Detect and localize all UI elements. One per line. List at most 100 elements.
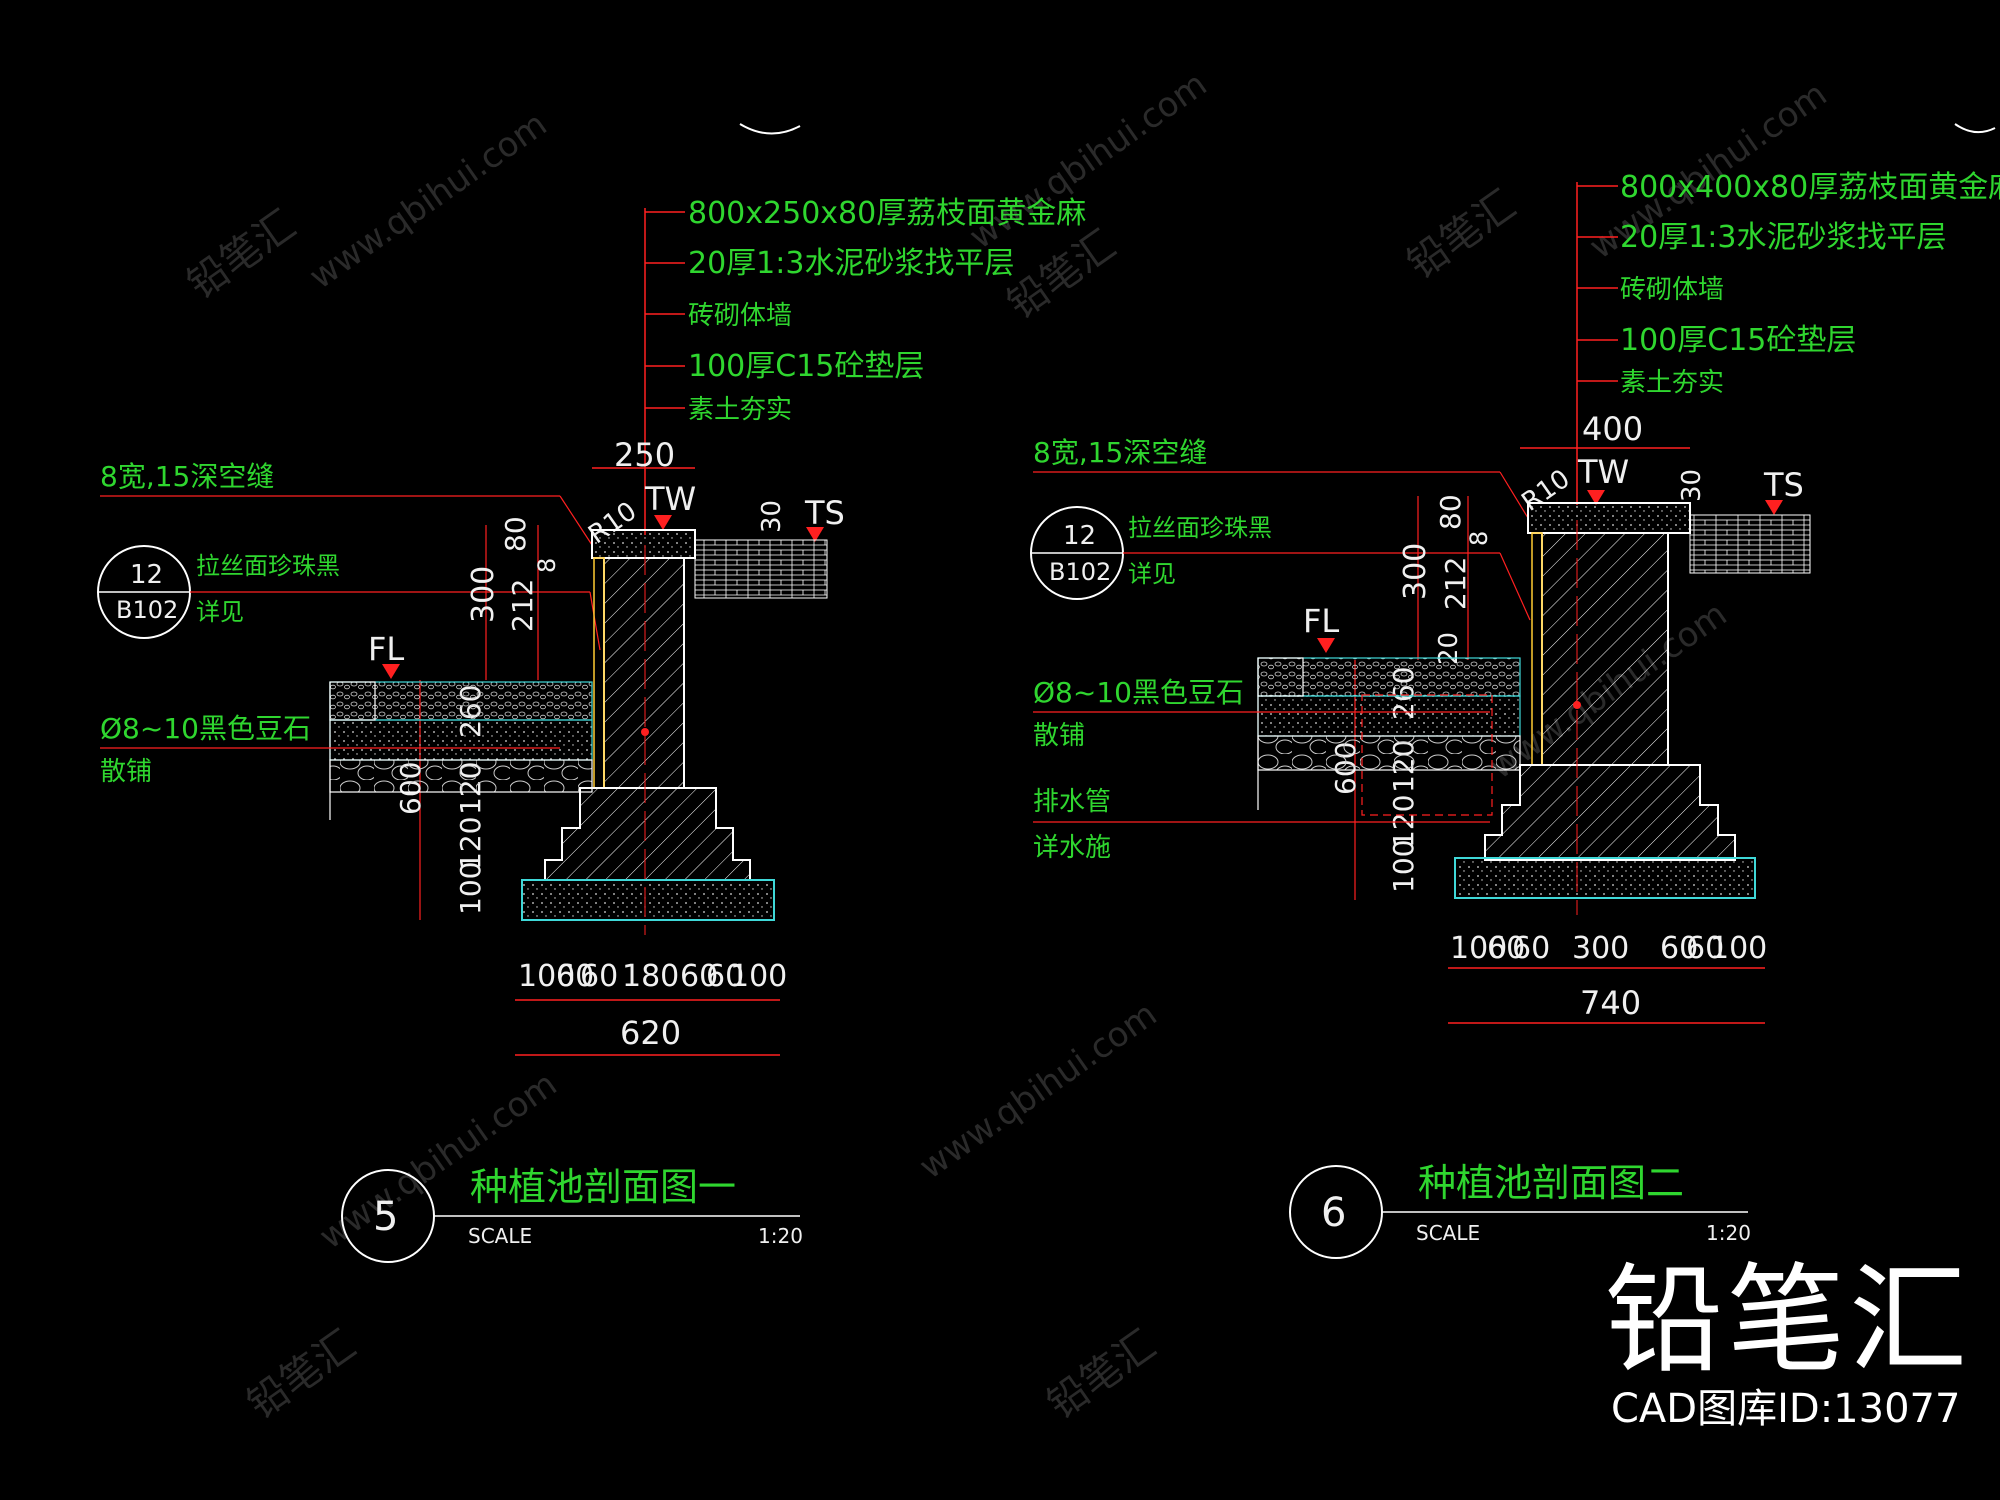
level-marker xyxy=(654,515,672,530)
dim-bottom: 100 xyxy=(1450,931,1507,966)
stepped-footing xyxy=(1484,764,1736,861)
detail-note: 详见 xyxy=(1128,560,1176,588)
scale-value: 1:20 xyxy=(1706,1221,1751,1245)
gravel-layer xyxy=(329,681,593,721)
drain-pipe xyxy=(1361,694,1493,816)
watermark-text: www.qbihui.com xyxy=(912,994,1164,1187)
gravel-note: Ø8~10黑色豆石 xyxy=(100,712,311,745)
center-point xyxy=(1573,701,1581,709)
gravel-layer xyxy=(1257,657,1521,697)
leader-line xyxy=(1499,552,1531,621)
dim-bottom: 300 xyxy=(1572,931,1629,966)
detail-sheet: B102 xyxy=(116,596,178,624)
concrete-base xyxy=(521,879,775,921)
dim-bottom: 100 xyxy=(730,959,787,994)
brand-name: 铅笔汇 xyxy=(1605,1251,1972,1389)
scale-label: SCALE xyxy=(1416,1221,1480,1245)
detail-note: 拉丝面珍珠黑 xyxy=(1128,514,1272,542)
material-note: 素土夯实 xyxy=(1620,368,1724,398)
gravel-note: Ø8~10黑色豆石 xyxy=(1033,676,1244,709)
stone-layer xyxy=(1257,735,1521,771)
leader-line xyxy=(559,495,593,546)
material-note: 100厚C15砼垫层 xyxy=(688,349,924,384)
ts-mark: TS xyxy=(1763,466,1804,504)
joint-note: 8宽,15深空缝 xyxy=(100,460,274,493)
section-2: 800x400x80厚荔枝面黄金麻 20厚1:3水泥砂浆找平层 砖砌体墙 100… xyxy=(1030,170,2000,1259)
detail-note: 详见 xyxy=(196,598,244,626)
planting-soil xyxy=(694,539,828,599)
material-note: 100厚C15砼垫层 xyxy=(1620,323,1856,358)
dim-bottom: 100 xyxy=(1710,931,1767,966)
material-note: 800x400x80厚荔枝面黄金麻 xyxy=(1620,170,2000,205)
level-marker xyxy=(1765,500,1783,515)
level-marker xyxy=(806,527,824,542)
material-note: 800x250x80厚荔枝面黄金麻 xyxy=(688,196,1086,231)
detail-note: 拉丝面珍珠黑 xyxy=(196,552,340,580)
tw-mark: TW xyxy=(1577,453,1629,491)
section-title: 种植池剖面图一 xyxy=(470,1165,736,1209)
detail-number: 12 xyxy=(1063,521,1096,551)
dim-top: 250 xyxy=(614,436,675,474)
dim-total: 620 xyxy=(620,1014,681,1052)
watermark-mark: 铅笔汇 xyxy=(239,1322,364,1429)
material-note: 20厚1:3水泥砂浆找平层 xyxy=(1620,220,1946,255)
planting-soil xyxy=(1689,514,1811,574)
dim-bottom: 60 xyxy=(706,959,744,994)
material-note: 20厚1:3水泥砂浆找平层 xyxy=(688,246,1014,281)
leader-line xyxy=(1499,471,1529,519)
dim-total: 740 xyxy=(1580,984,1641,1022)
section-number: 5 xyxy=(373,1194,398,1240)
dim-120: 120 xyxy=(454,817,487,870)
dim-bottom: 180 xyxy=(622,959,679,994)
edge-block xyxy=(1257,657,1304,697)
dim-8: 8 xyxy=(1465,531,1493,546)
dim-bottom: 60 xyxy=(680,959,718,994)
dim-300: 300 xyxy=(466,566,501,623)
level-marker xyxy=(1587,490,1605,505)
scale-value: 1:20 xyxy=(758,1224,803,1248)
center-point xyxy=(641,728,649,736)
dim-120: 120 xyxy=(1387,795,1420,848)
dim-212: 212 xyxy=(1439,557,1472,610)
coping-stone xyxy=(591,529,696,559)
material-note: 素土夯实 xyxy=(688,395,792,425)
dim-212: 212 xyxy=(506,579,539,632)
concrete-layer xyxy=(329,719,593,761)
ts-mark: TS xyxy=(804,494,845,532)
stepped-footing xyxy=(544,787,751,881)
material-note: 砖砌体墙 xyxy=(1620,275,1724,305)
concrete-layer xyxy=(1257,695,1521,737)
watermark-mark: 铅笔汇 xyxy=(1399,182,1524,289)
leader-line xyxy=(589,591,601,651)
dim-bottom: 60 xyxy=(1660,931,1698,966)
gravel-note: 散铺 xyxy=(1033,721,1085,751)
dim-bottom: 60 xyxy=(1686,931,1724,966)
dim-100: 100 xyxy=(454,862,487,915)
coping-stone xyxy=(1527,502,1691,534)
dim-top: 400 xyxy=(1582,410,1643,448)
veneer-layer xyxy=(593,557,605,789)
detail-sheet: B102 xyxy=(1049,558,1111,586)
level-marker xyxy=(382,664,400,679)
watermark-mark: 铅笔汇 xyxy=(1039,1322,1164,1429)
fl-mark: FL xyxy=(1303,602,1339,640)
tw-mark: TW xyxy=(644,480,696,518)
dim-bottom: 60 xyxy=(1487,931,1525,966)
dim-bottom: 60 xyxy=(580,959,618,994)
section-1: 800x250x80厚荔枝面黄金麻 20厚1:3水泥砂浆找平层 砖砌体墙 100… xyxy=(97,196,1086,1263)
section-title: 种植池剖面图二 xyxy=(1418,1161,1684,1205)
brand-logo: 铅笔汇 CAD图库ID:13077 xyxy=(1605,1255,1971,1433)
watermark-mark: 铅笔汇 xyxy=(179,202,304,309)
drain-note: 排水管 xyxy=(1033,787,1111,817)
drain-note: 详水施 xyxy=(1033,833,1111,863)
brick-wall xyxy=(603,557,685,789)
dim-bottom: 100 xyxy=(518,959,575,994)
dim-80: 80 xyxy=(1434,494,1467,530)
gravel-note: 散铺 xyxy=(100,757,152,787)
dim-bottom: 60 xyxy=(556,959,594,994)
stone-layer xyxy=(329,759,593,793)
joint-note: 8宽,15深空缝 xyxy=(1033,436,1207,469)
dim-80: 80 xyxy=(499,516,532,552)
edge-block xyxy=(329,681,376,721)
